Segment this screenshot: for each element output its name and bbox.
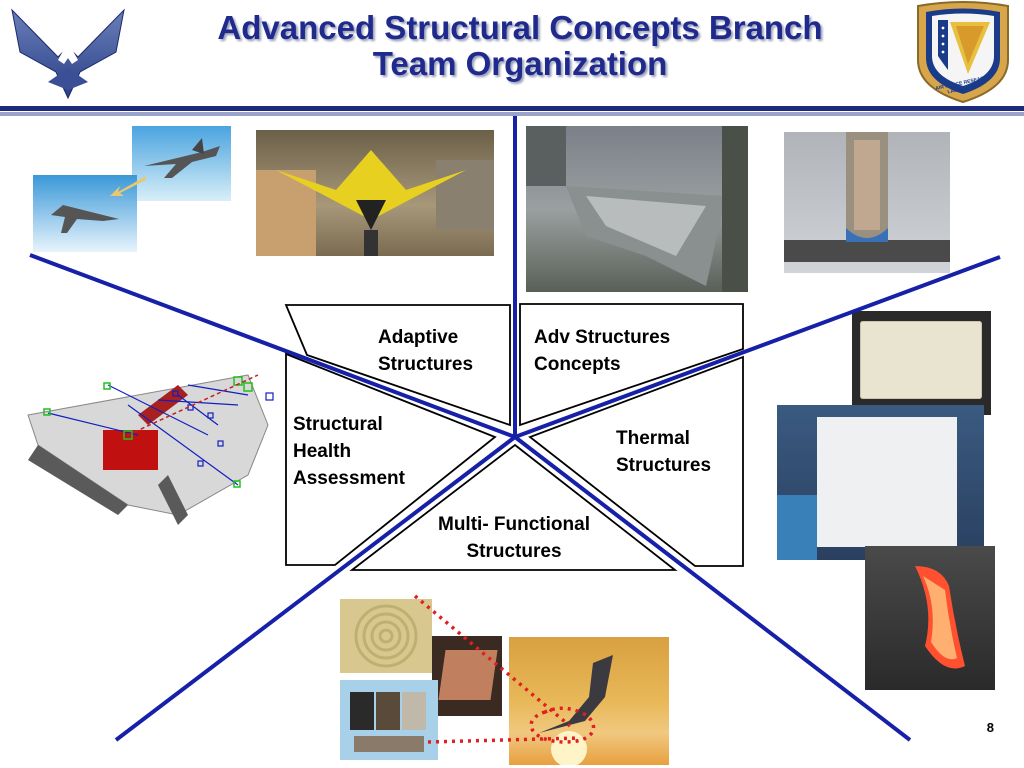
flying-wing-sunset-photo — [509, 637, 669, 765]
multifunctional-layup-photo — [340, 680, 438, 760]
transition-arrow-icon — [108, 172, 148, 200]
copper-panel-photo — [432, 636, 502, 716]
afrl-logo: AIR FORCE RESEARCH LABORATORY — [908, 0, 1018, 104]
title-line-2: Team Organization — [372, 45, 668, 82]
page-number: 8 — [986, 720, 994, 735]
thermal-tile-photo — [852, 311, 991, 415]
thermal-panel-photo — [777, 405, 984, 560]
uav-photo-1 — [132, 126, 231, 201]
t-joint-photo — [784, 132, 950, 273]
slide-title: Advanced Structural Concepts Branch Team… — [130, 10, 910, 82]
air-force-logo — [8, 2, 128, 102]
uav-photo-2 — [33, 175, 137, 252]
label-adv-structures-concepts: Adv Structures Concepts — [534, 327, 671, 375]
label-adaptive-structures: Adaptive Structures — [378, 327, 474, 375]
label-thermal-structures: Thermal Structures — [616, 428, 712, 476]
morphing-aircraft-photo — [256, 130, 494, 256]
spiral-antenna-photo — [340, 599, 432, 673]
header-rule-light — [0, 112, 1024, 116]
structural-health-aircraft-diagram — [8, 365, 288, 525]
label-structural-health-assessment: Structural Health Assessment — [293, 414, 405, 489]
header-rule-dark — [0, 106, 1024, 111]
structures-concept-photo — [526, 126, 748, 292]
thermal-test-photo — [865, 546, 995, 690]
title-line-1: Advanced Structural Concepts Branch — [217, 9, 823, 46]
label-multi-functional-structures: Multi- Functional Structures — [438, 514, 590, 562]
